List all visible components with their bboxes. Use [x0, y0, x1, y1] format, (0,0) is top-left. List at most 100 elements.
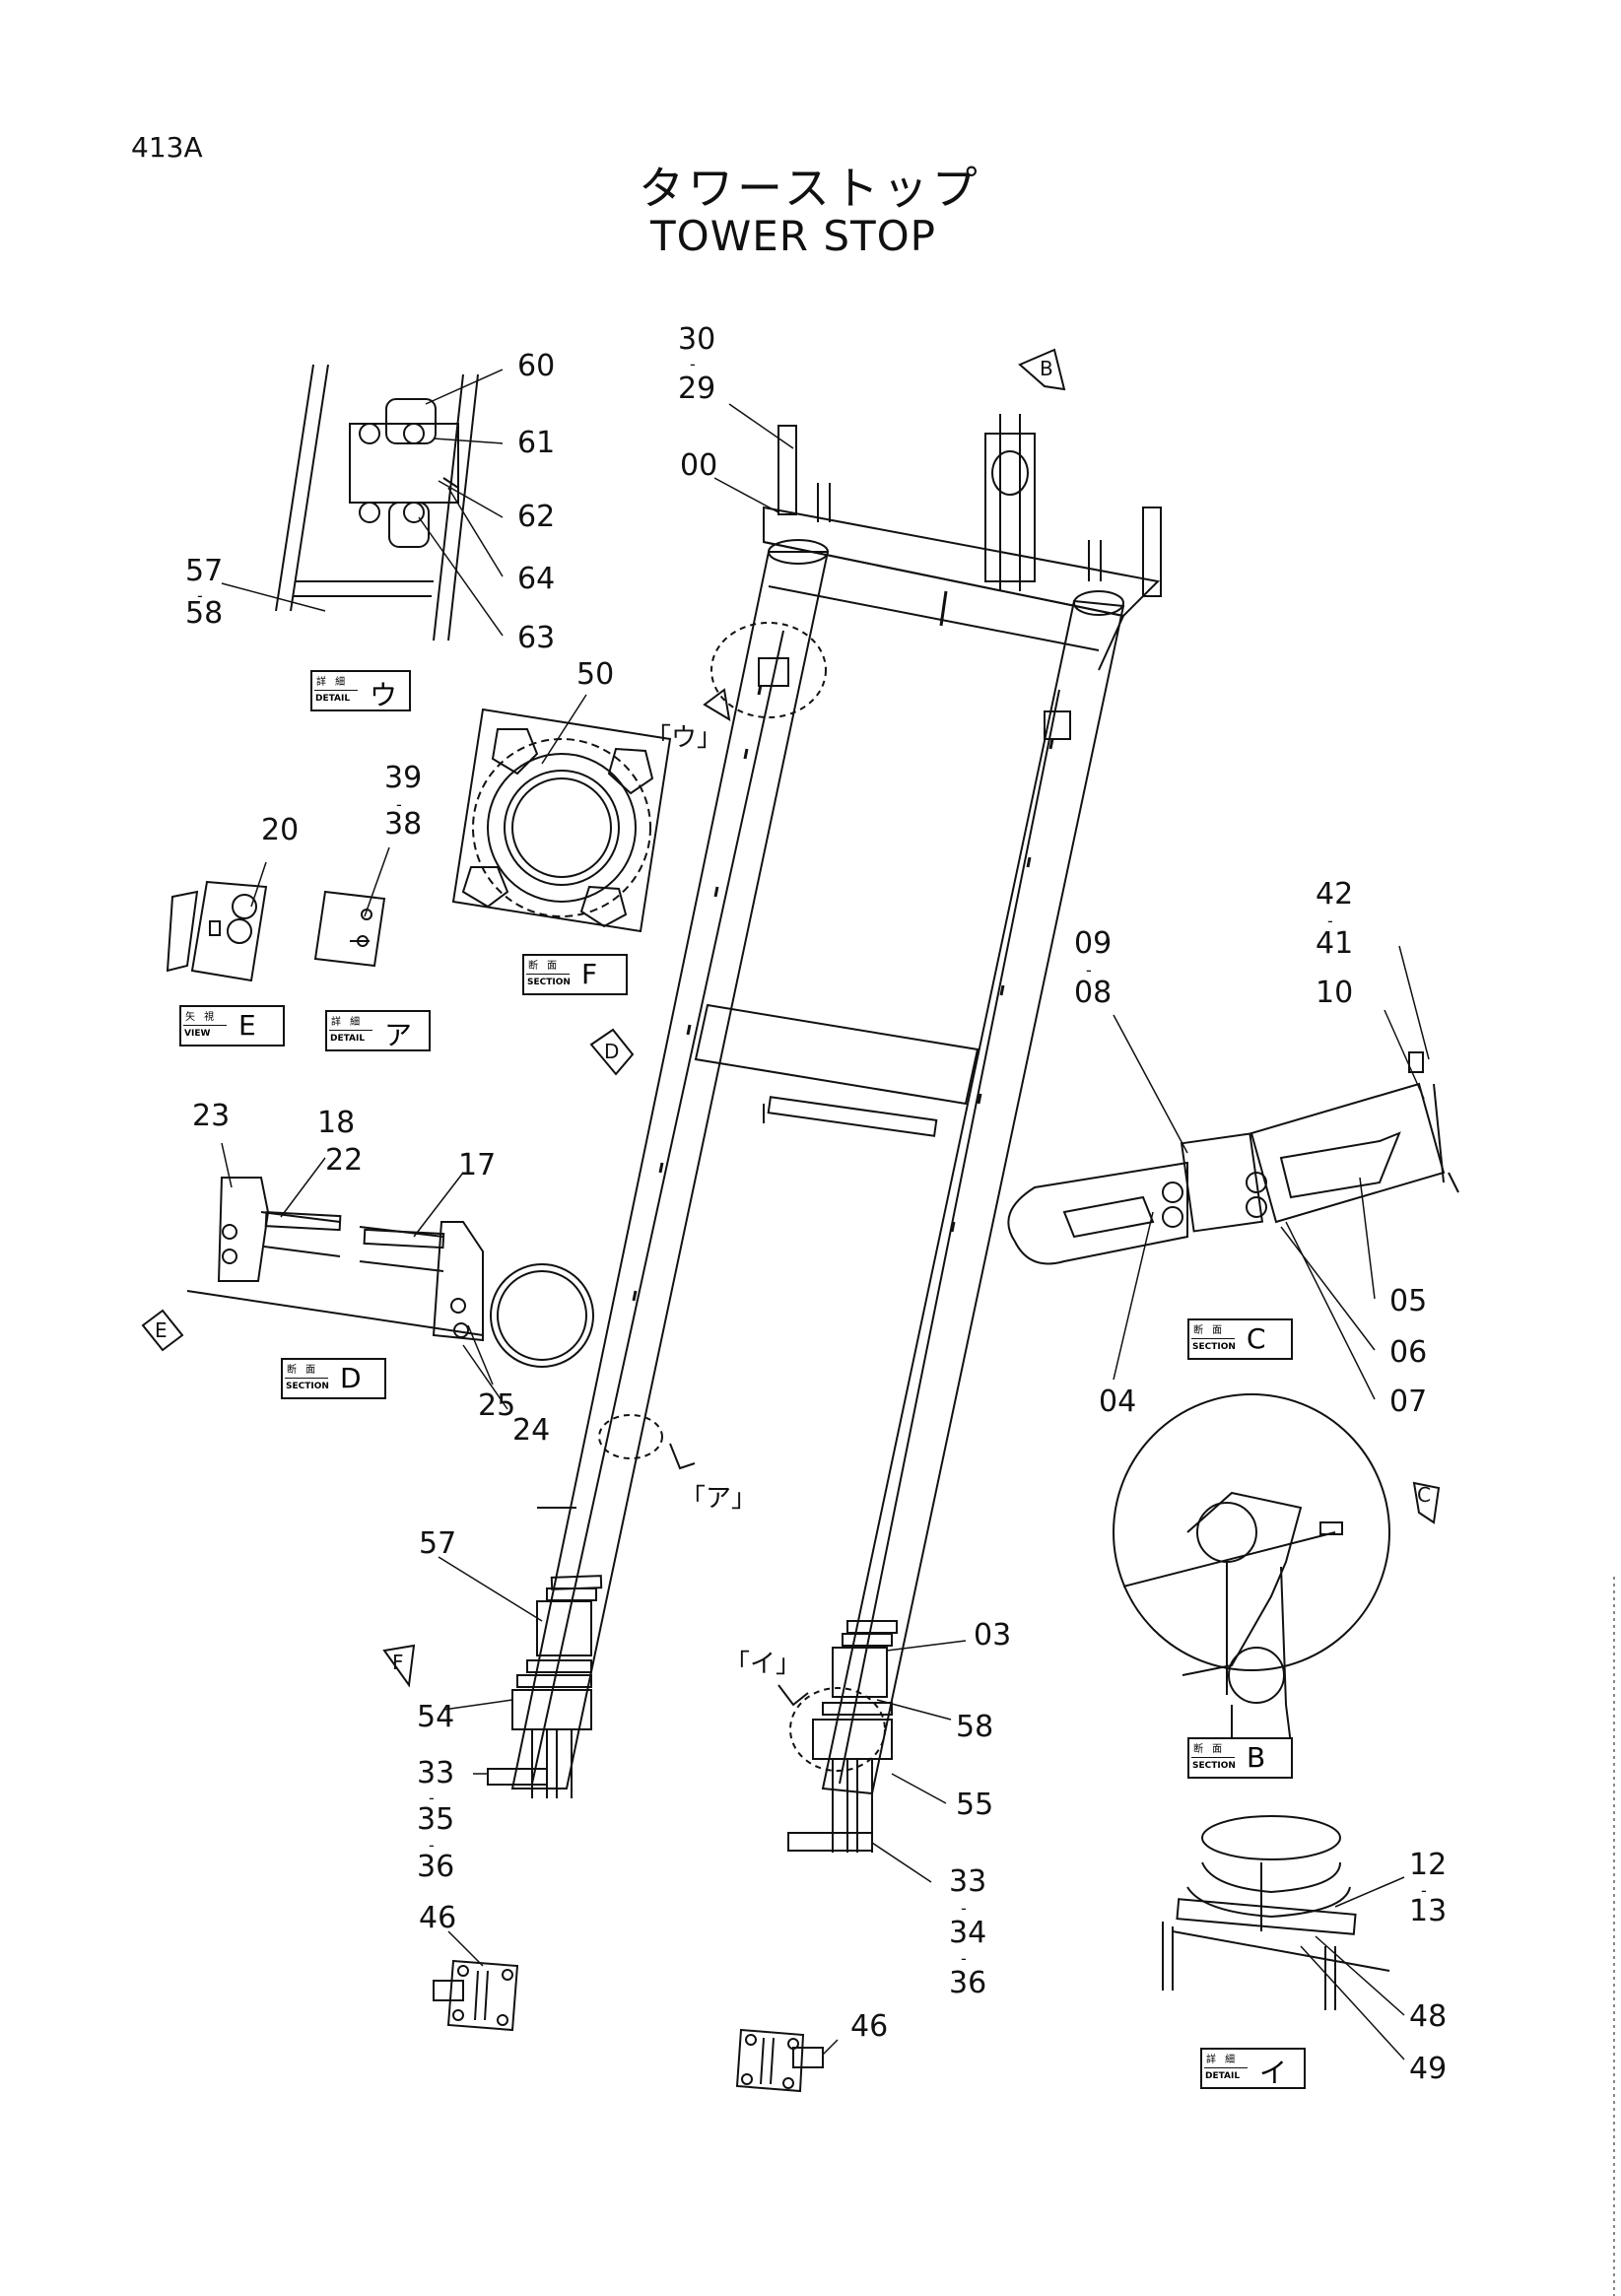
part-number: 34: [949, 1916, 987, 1950]
top-bracket-left: [778, 426, 796, 514]
top-bracket-right: [1143, 507, 1161, 596]
part-number: 30: [678, 322, 716, 357]
right-bottom-clamp-55: [813, 1720, 892, 1759]
part-number: 55: [956, 1788, 994, 1822]
drawing-code: 413A: [131, 131, 203, 164]
part-number: 46: [850, 2009, 889, 2044]
part-number: 36: [417, 1850, 455, 1884]
part-number: 58: [185, 596, 224, 631]
callout-a: 「ア」: [680, 1484, 758, 1514]
view-arrow-b: B: [1040, 357, 1053, 380]
part-number: 25: [478, 1388, 516, 1423]
section-c-drawing: [1008, 1052, 1458, 1264]
right-bottom-sleeve: [833, 1648, 887, 1697]
section-c-lower-frame: [1008, 1163, 1187, 1264]
part-number: 42: [1316, 877, 1354, 912]
detail-i-drawing: [1163, 1816, 1389, 2010]
section-b-sheave: [1114, 1394, 1389, 1670]
view-arrow-b-shape: [1020, 350, 1064, 389]
label-box-detail-i: 詳 細 DETAIL イ: [1200, 2048, 1306, 2089]
part-number: 04: [1099, 1384, 1137, 1419]
view-arrow-c: C: [1417, 1483, 1431, 1507]
clamp-46-right: [737, 2030, 823, 2091]
section-f-plate: [453, 709, 670, 931]
view-arrow-f: F: [392, 1651, 404, 1674]
part-number: 36: [949, 1966, 987, 2000]
leader-lines: [222, 370, 1429, 2060]
view-arrow-d-shape: [591, 1030, 633, 1074]
part-number: 12: [1409, 1848, 1448, 1882]
middle-cross-plate: [696, 1005, 978, 1104]
main-assembly: [488, 414, 1161, 1853]
part-number: 48: [1409, 1999, 1448, 2034]
detail-u-drawing: [276, 365, 478, 641]
label-box-section-f: 断 面 SECTION F: [522, 954, 628, 995]
section-d-drawing: [187, 1178, 593, 1367]
part-number: 64: [517, 562, 556, 596]
part-number: 50: [576, 657, 615, 692]
part-number: 29: [678, 371, 716, 406]
label-box-detail-u: 詳 細 DETAIL ウ: [310, 670, 411, 711]
view-arrow-c-shape: [1414, 1483, 1439, 1522]
right-tube: [823, 601, 1123, 1793]
label-box-view-e: 矢 視 VIEW E: [179, 1005, 285, 1047]
part-number: 41: [1316, 926, 1354, 961]
part-number: 20: [261, 813, 300, 847]
part-number: 57: [419, 1526, 457, 1561]
part-number: 49: [1409, 2052, 1448, 2086]
part-number: 03: [974, 1618, 1012, 1653]
section-c-center-block: [1182, 1134, 1262, 1232]
view-arrows: [143, 350, 1439, 1705]
part-number: 57: [185, 554, 224, 588]
section-f-bolt-circle: [473, 739, 650, 916]
part-number: 35: [417, 1802, 455, 1837]
part-number: 17: [458, 1148, 497, 1182]
part-number: 00: [680, 448, 718, 483]
label-box-section-c: 断 面 SECTION C: [1187, 1318, 1293, 1360]
page-title-en: TOWER STOP: [650, 212, 937, 260]
part-number: 46: [419, 1901, 457, 1935]
part-number: 60: [517, 349, 556, 383]
view-arrow-e-shape: [143, 1311, 182, 1350]
left-pin-33: [488, 1769, 547, 1785]
view-e-drawing: [168, 882, 384, 980]
section-c-upper-frame: [1251, 1084, 1444, 1222]
section-d-tube: [491, 1264, 593, 1367]
clamp-46-left: [434, 1961, 517, 2030]
part-number: 10: [1316, 976, 1354, 1010]
middle-bar: [769, 1097, 937, 1136]
part-number: 54: [417, 1700, 455, 1734]
tube-stopper-right: [1045, 711, 1070, 739]
part-number: 18: [317, 1106, 356, 1140]
top-pulley-block: [985, 434, 1035, 581]
top-cross-beam: [764, 507, 1158, 616]
detail-circle-u: [711, 623, 826, 717]
part-number: 38: [384, 807, 423, 842]
part-number: 39: [384, 761, 423, 795]
callout-u: 「ウ」: [645, 723, 723, 753]
detail-circle-i: [790, 1688, 885, 1771]
label-box-section-d: 断 面 SECTION D: [281, 1358, 386, 1399]
part-number: 13: [1409, 1894, 1448, 1928]
part-number: 33: [949, 1864, 987, 1899]
label-box-section-b: 断 面 SECTION B: [1187, 1737, 1293, 1779]
view-arrow-e: E: [155, 1318, 168, 1342]
detail-circle-a: [599, 1415, 662, 1458]
part-number: 22: [325, 1143, 364, 1178]
part-number: 05: [1389, 1284, 1428, 1318]
part-number: 23: [192, 1099, 231, 1133]
left-bottom-clamp-54: [512, 1690, 591, 1729]
part-number: 62: [517, 500, 556, 534]
part-number: 07: [1389, 1384, 1428, 1419]
left-tube: [512, 552, 828, 1789]
detail-i-base-plate: [1177, 1899, 1355, 1934]
part-number: 24: [512, 1413, 551, 1448]
part-number: 08: [1074, 976, 1113, 1010]
section-f-drawing: [453, 709, 670, 931]
part-number: 61: [517, 426, 556, 460]
part-number: 63: [517, 621, 556, 655]
view-arrow-d: D: [604, 1040, 620, 1063]
part-number: 58: [956, 1710, 994, 1744]
part-number: 06: [1389, 1335, 1428, 1370]
